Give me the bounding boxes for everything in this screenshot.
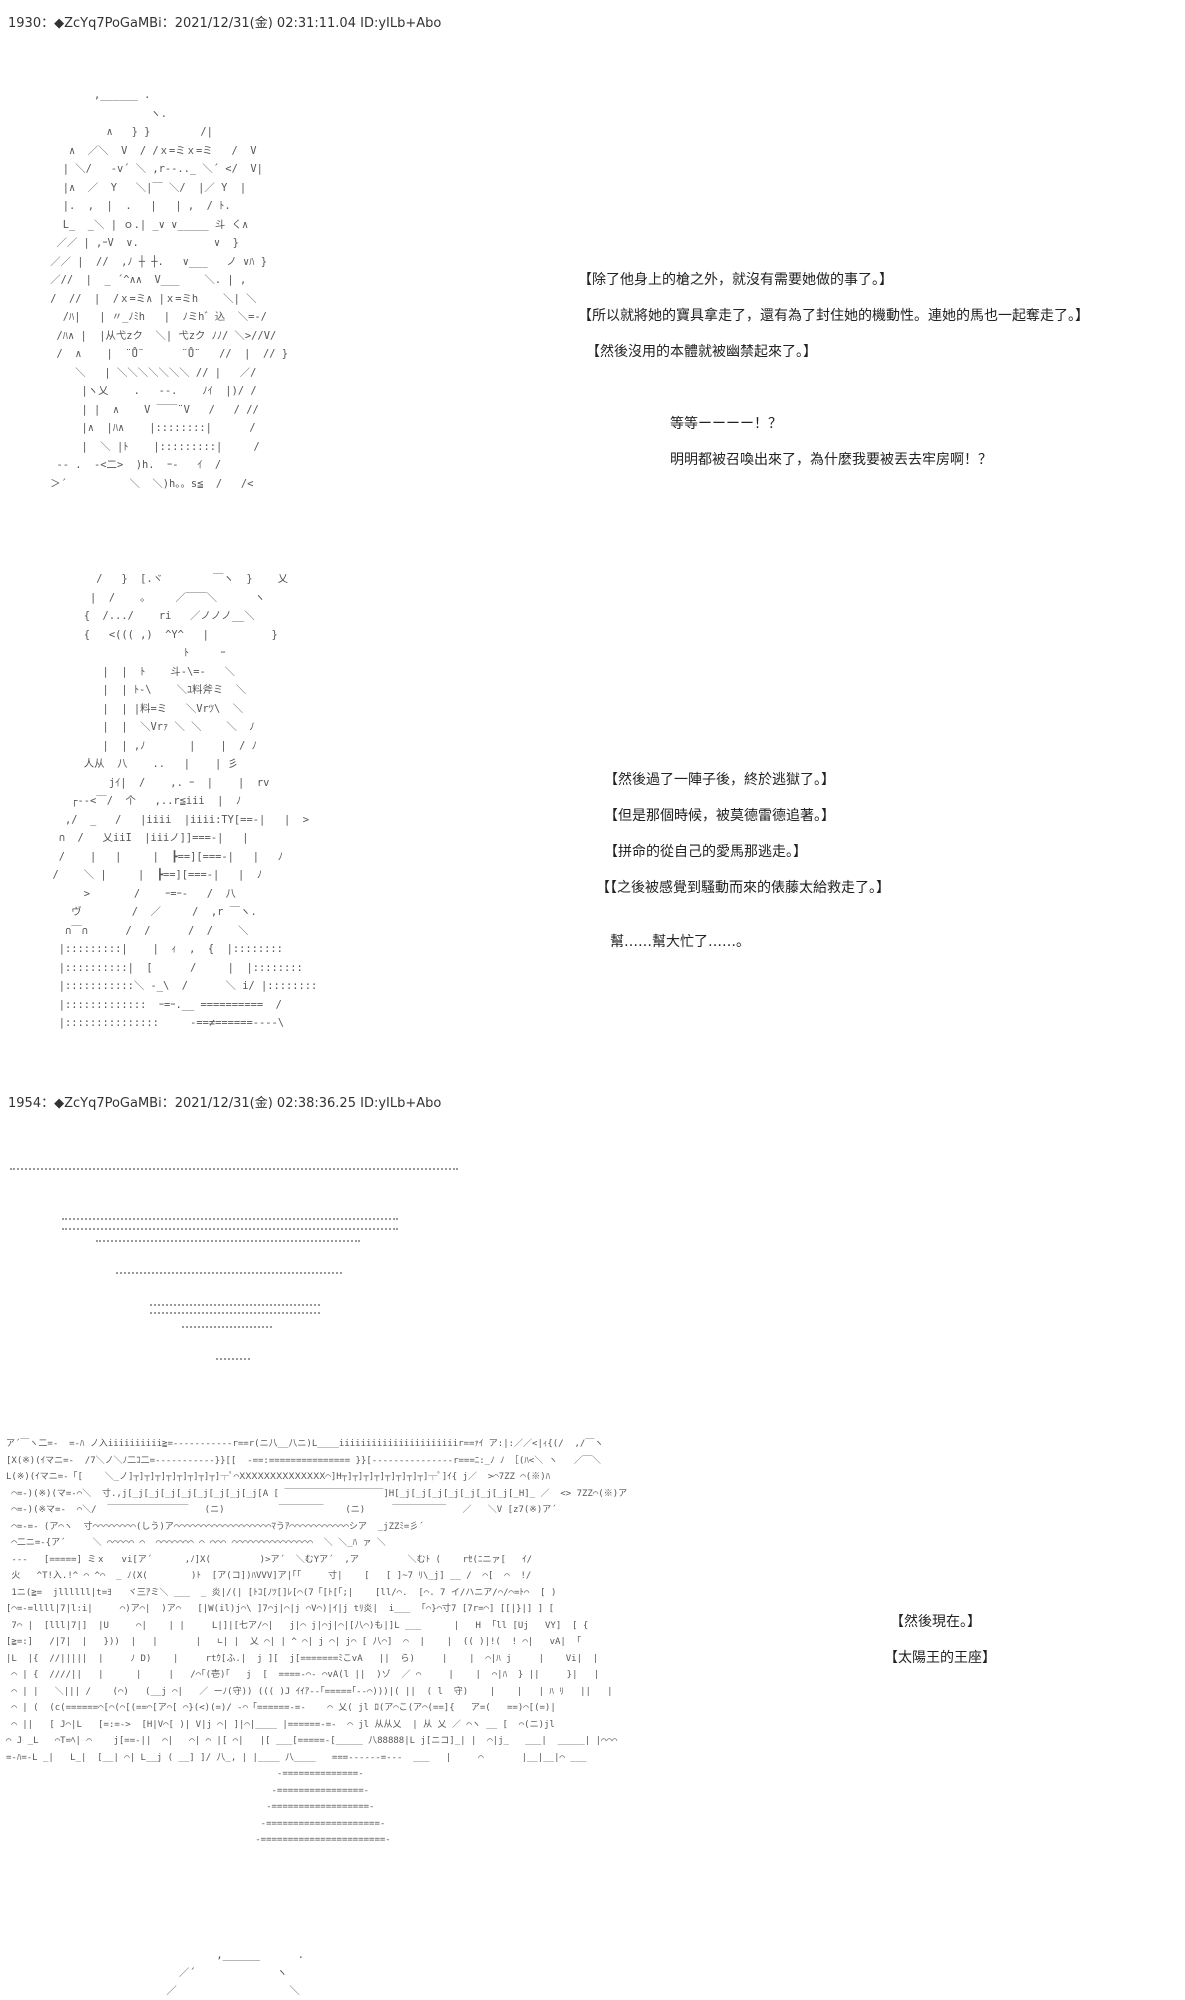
dotted-haze-line	[182, 1326, 272, 1328]
speech-block-one: 等等ーーーー！？ 明明都被召喚出來了，為什麼我要被丟去牢房啊！？	[670, 406, 992, 478]
narration-line: 【但是那個時候，被莫德雷德追著。】	[604, 808, 835, 824]
dotted-haze-line	[116, 1272, 342, 1274]
ascii-art-bottom-figure: ,______ . ／´ ヽ ／ ＼	[166, 1949, 304, 1997]
narration-line: 【拼命的從自己的愛馬那逃走。】	[604, 844, 807, 860]
dotted-haze-line	[62, 1228, 398, 1230]
speech-line: 明明都被召喚出來了，為什麼我要被丟去牢房啊！？	[670, 452, 992, 468]
narration-block-two: 【然後過了一陣子後，終於逃獄了。】 【但是那個時候，被莫德雷德追著。】 【拼命的…	[596, 762, 890, 906]
post-header-1930: 1930：◆ZcYq7PoGaMBi：2021/12/31(金) 02:31:1…	[8, 16, 442, 31]
speech-line: 幫……幫大忙了……。	[610, 934, 750, 950]
narration-block-one: 【除了他身上的槍之外，就沒有需要她做的事了。】 【所以就將她的寶具拿走了，還有為…	[578, 262, 1089, 370]
dotted-haze-line	[96, 1240, 360, 1242]
post-header-1954: 1954：◆ZcYq7PoGaMBi：2021/12/31(金) 02:38:3…	[8, 1096, 442, 1111]
narration-line: 【所以就將她的寶具拿走了，還有為了封住她的機動性。連她的馬也一起奪走了。】	[578, 308, 1089, 324]
dotted-haze-line	[150, 1304, 320, 1306]
dotted-haze-line	[62, 1218, 398, 1220]
narration-line: 【然後沒用的本體就被幽禁起來了。】	[586, 344, 817, 360]
speech-block-two: 幫……幫大忙了……。	[610, 924, 750, 960]
narration-block-three: 【然後現在。】 【太陽王的王座】	[884, 1604, 996, 1676]
ascii-art-figure-one: ,______ . ヽ. ∧ } } /| ∧ ／＼ V / /ｘ=ミｘ=ミ /…	[50, 89, 288, 490]
narration-line: 【【之後被感覺到騷動而來的俵藤太給救走了。】	[596, 880, 890, 896]
dotted-haze-line	[150, 1312, 320, 1314]
narration-line: 【除了他身上的槍之外，就沒有需要她做的事了。】	[578, 272, 893, 288]
narration-line: 【然後過了一陣子後，終於逃獄了。】	[604, 772, 835, 788]
dotted-haze-line	[216, 1358, 250, 1360]
ascii-art-figure-two: / } [.ヾ ￣ヽ } 乂 | / 。 ／￣￣＼ ヽ { /.../ ri ／…	[52, 573, 318, 1029]
narration-line: 【太陽王的王座】	[884, 1650, 996, 1666]
dotted-haze-line	[10, 1168, 458, 1170]
speech-line: 等等ーーーー！？	[670, 416, 782, 432]
narration-line: 【然後現在。】	[890, 1614, 981, 1630]
ascii-art-castle: ア´￣ヽ二=- =-ﾊ ノ入iiiiiiiiii≧=-----------r==…	[6, 1439, 628, 1845]
